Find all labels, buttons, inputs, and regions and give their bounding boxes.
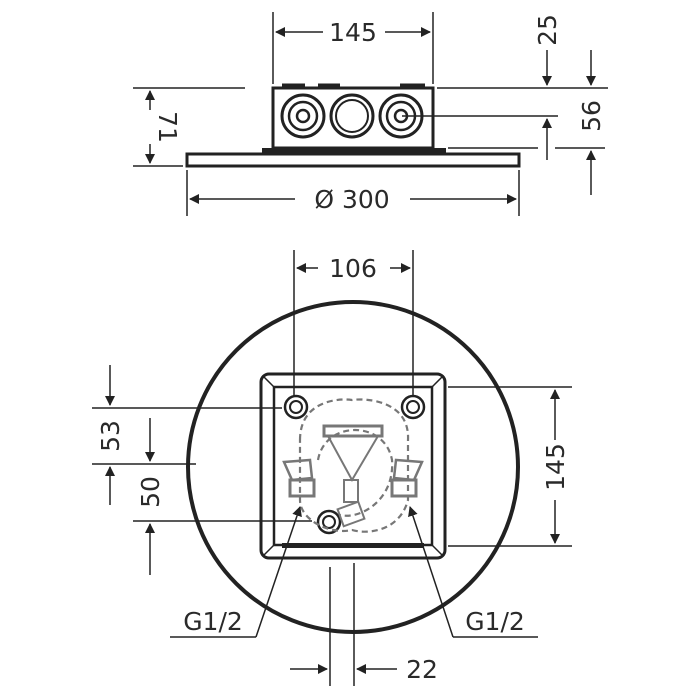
dim-hole-spacing: 106 bbox=[329, 254, 377, 283]
dim-box-size: 145 bbox=[541, 443, 570, 491]
side-view: 145 71 Ø 300 25 56 bbox=[133, 12, 608, 216]
dim-outlet-height: 56 bbox=[577, 100, 606, 132]
top-view: 106 145 53 50 G1/2 G1/2 22 bbox=[92, 250, 572, 686]
mount-hole-top-left bbox=[283, 394, 309, 420]
plate bbox=[185, 152, 521, 168]
dim-top-offset: 25 bbox=[533, 14, 562, 46]
box-outline bbox=[259, 372, 447, 560]
valve-internals bbox=[282, 398, 424, 533]
mount-hole-bottom bbox=[316, 509, 342, 535]
connection-label-left: G1/2 bbox=[183, 607, 243, 636]
outlet-left bbox=[280, 93, 326, 139]
dim-upper-offset: 53 bbox=[96, 420, 125, 452]
plate-outline bbox=[186, 300, 520, 634]
outlet-center bbox=[329, 93, 375, 139]
dim-lower-offset: 50 bbox=[136, 476, 165, 508]
dim-total-height: 71 bbox=[153, 111, 182, 143]
mount-hole-top-right bbox=[400, 394, 426, 420]
dim-plate-diameter: Ø 300 bbox=[314, 185, 389, 214]
dim-box-width: 145 bbox=[329, 18, 377, 47]
dim-outlet-offset: 22 bbox=[406, 655, 438, 684]
connection-label-right: G1/2 bbox=[465, 607, 525, 636]
